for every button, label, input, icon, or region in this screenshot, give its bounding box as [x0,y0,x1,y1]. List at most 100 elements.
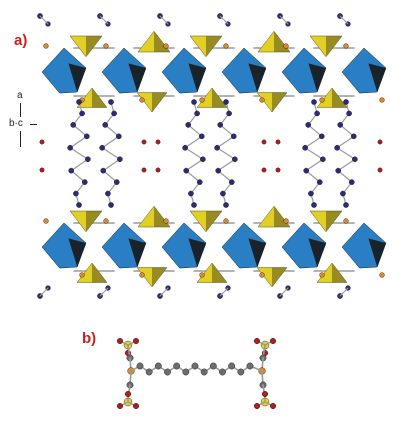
oxygen-atom [270,338,277,345]
octahedron-shadow [188,63,206,92]
linker-bond [185,158,204,172]
nitrogen-atom [194,110,200,117]
carbon-atom [209,362,217,370]
panel-a-label: a) [14,32,28,49]
linker-bond [305,158,324,172]
nitrogen-atom [337,122,344,128]
copper-atom [103,43,109,49]
nitrogen-atom [117,156,123,163]
nitrogen-atom [67,144,73,151]
oxygen-atom [132,403,139,410]
nitrogen-atom [303,167,310,174]
carbon-atom [237,368,245,376]
panel-b-ligand [116,338,277,410]
nitrogen-atom [335,167,342,174]
copper-atom [163,43,169,49]
linker-bond [219,124,235,137]
linker-bond [185,170,201,183]
water-oxygen-atom [141,167,147,173]
nitrogen-atom [68,167,75,174]
water-oxygen-atom [261,167,267,173]
linker-bond [69,135,88,149]
octahedron-shadow [188,238,206,267]
nitrogen-atom [308,190,314,197]
linker-bond [336,135,355,149]
tetrahedron [76,87,108,108]
tetrahedron-shadow [206,211,222,232]
water-oxygen-atom [39,139,45,145]
nitrogen-atom [350,133,357,140]
tetrahedron-shadow [212,263,227,283]
tetrahedron [316,87,348,108]
nitrogen-atom [214,144,220,151]
copper-atom [283,43,289,49]
nitrogen-atom [73,190,79,197]
tetrahedron-shadow [86,36,102,57]
carbon-atom [182,368,190,376]
nitrogen-atom [228,179,235,185]
linker-bond [307,124,323,137]
octahedron-shadow [68,63,86,92]
panel-a-framework [37,13,387,299]
carbon-atom [228,362,236,370]
tetrahedron-shadow [92,263,107,283]
tetrahedron [309,35,343,58]
tetrahedron-shadow [86,211,102,232]
nitrogen-atom [314,110,320,117]
linker-bond [159,15,169,25]
nitrogen-atom [305,122,312,128]
tetrahedron [136,267,168,288]
nitrogen-atom [226,110,232,117]
nitrogen-atom [316,179,323,185]
linker-bond [99,15,109,25]
nitrogen-atom [223,99,229,105]
nitrogen-atom [113,179,120,185]
linker-bond [339,287,349,297]
linker-bond [305,170,321,183]
water-oxygen-atom [377,139,383,145]
linker-bond [217,158,236,172]
nitrogen-atom [100,167,107,174]
tetrahedron-shadow [272,92,287,112]
panel-b-label: b) [82,330,97,347]
carbon-atom [173,362,181,370]
nitrogen-atom [320,156,326,163]
linker-bond [101,135,120,149]
nitrogen-atom [343,99,349,105]
oxygen-atom [116,403,123,410]
tetrahedron [69,35,103,58]
copper-atom [139,97,145,103]
nitrogen-atom [343,202,349,208]
carbon-atom [200,368,208,376]
tetrahedron [76,262,108,283]
nitrogen-atom [215,167,222,174]
nitrogen-atom [185,122,192,128]
copper-atom [43,43,49,49]
carbon-atom [246,362,254,370]
copper-atom [139,272,145,278]
linker-bond [184,147,204,160]
linker-bond [102,170,118,183]
octahedron [341,47,387,94]
nitrogen-atom [217,122,224,128]
tetrahedron [189,210,223,233]
octahedron-shadow [248,63,266,92]
octahedron [221,47,267,94]
nitrogen-atom [334,144,340,151]
tetrahedron-shadow [92,88,107,108]
octahedron-shadow [128,238,146,267]
tetrahedron [316,262,348,283]
tetrahedron-shadow [212,88,227,108]
tetrahedron [196,262,228,283]
nitrogen-atom [311,99,317,105]
copper-atom [259,97,265,103]
octahedron-shadow [308,238,326,267]
tetrahedron [189,35,223,58]
water-oxygen-atom [155,167,161,173]
nitrogen-atom [198,133,205,140]
copper-atom [163,218,169,224]
copper-atom [343,43,349,49]
axis-b-line [20,131,21,147]
linker-bond [337,158,356,172]
nitrogen-atom [232,156,238,163]
